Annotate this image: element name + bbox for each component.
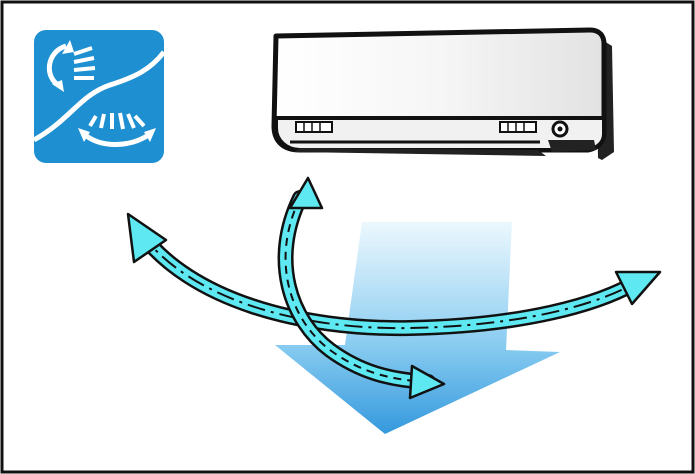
3d-airflow-swing-icon [32, 30, 166, 163]
horizontal-swing-arrow-icon [126, 212, 662, 337]
wall-mounted-air-conditioner-icon [271, 27, 614, 160]
vertical-swing-arrow-icon [277, 176, 446, 400]
